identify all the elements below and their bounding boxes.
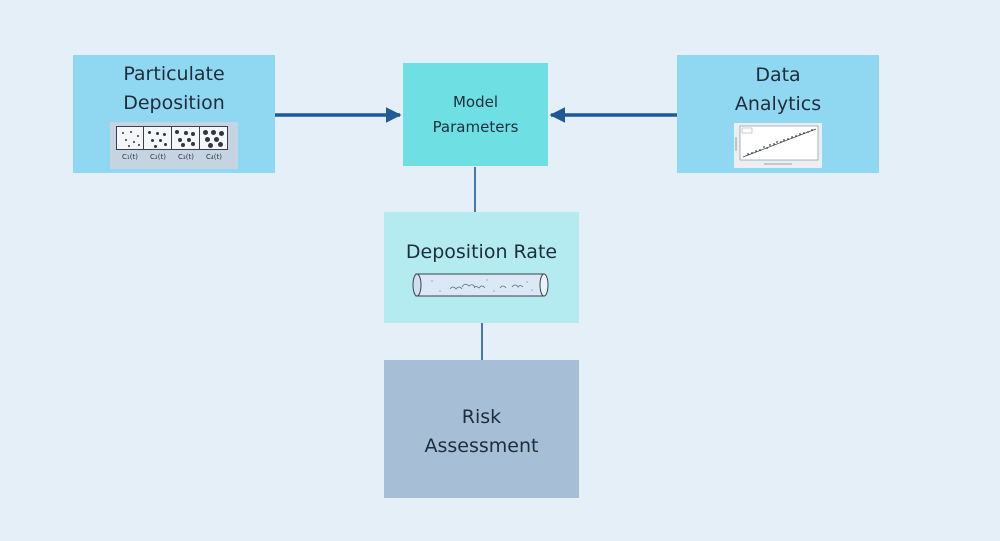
- particle-cell-3: [172, 126, 200, 150]
- sample-label-3: C₃(t): [178, 153, 194, 161]
- particle-cell-4: [200, 126, 228, 150]
- particulate-deposition-node: Particulate Deposition: [73, 55, 275, 173]
- particle-cell-1: [116, 126, 144, 150]
- risk-assessment-title: Risk Assessment: [425, 403, 539, 461]
- title-line-2: Assessment: [424, 435, 539, 457]
- particle-concentration-illustration: C₁(t) C₂(t) C₃(t) C₄(t): [110, 122, 238, 169]
- particulate-deposition-title: Particulate Deposition: [123, 60, 225, 118]
- data-analytics-title: Data Analytics: [735, 61, 821, 119]
- sample-label-2: C₂(t): [150, 153, 166, 161]
- title-line-2: Parameters: [432, 117, 519, 136]
- title-line-2: Analytics: [734, 93, 822, 115]
- pipe-deposition-illustration: [412, 273, 548, 297]
- particle-sample-labels: C₁(t) C₂(t) C₃(t) C₄(t): [116, 152, 228, 162]
- particle-cell-2: [144, 126, 172, 150]
- title-line-1: Model: [452, 92, 499, 111]
- title-line-1: Particulate: [123, 63, 225, 85]
- sample-label-1: C₁(t): [122, 153, 138, 161]
- title-line-1: Risk: [461, 406, 502, 428]
- data-analytics-node: Data Analytics: [677, 55, 879, 173]
- deposition-rate-title: Deposition Rate: [405, 241, 558, 263]
- particle-sample-cells: [116, 126, 228, 150]
- title-line-1: Data: [755, 64, 801, 86]
- deposition-rate-node: Deposition Rate: [384, 212, 579, 323]
- model-parameters-node: Model Parameters: [403, 63, 548, 166]
- risk-assessment-node: Risk Assessment: [384, 360, 579, 498]
- sample-label-4: C₄(t): [206, 153, 222, 161]
- title-line-2: Deposition: [123, 92, 225, 114]
- model-parameters-title: Model Parameters: [433, 90, 519, 140]
- scatter-plot-thumbnail: [734, 123, 822, 168]
